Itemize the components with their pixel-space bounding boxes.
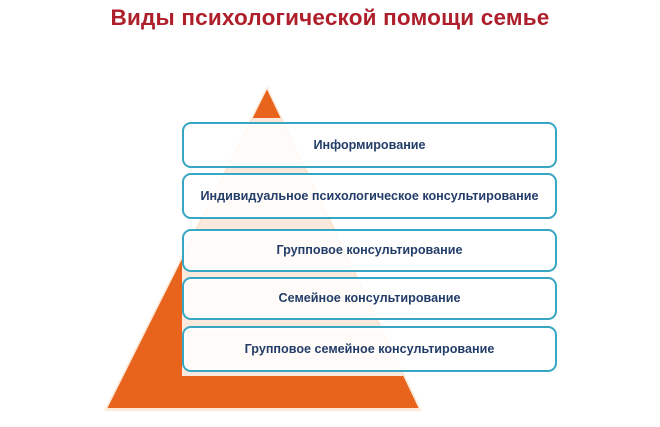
pyramid-level-1[interactable]: Информирование xyxy=(182,122,557,168)
pyramid-level-2[interactable]: Индивидуальное психологическое консульти… xyxy=(182,173,557,219)
pyramid-level-5-label: Групповое семейное консультирование xyxy=(244,341,495,356)
pyramid-level-3[interactable]: Групповое консультирование xyxy=(182,229,557,272)
pyramid-level-2-label: Индивидуальное психологическое консульти… xyxy=(200,188,539,203)
pyramid-level-1-label: Информирование xyxy=(313,137,426,152)
pyramid-level-4-label: Семейное консультирование xyxy=(278,291,461,306)
pyramid-level-3-label: Групповое консультирование xyxy=(276,243,463,258)
page-title: Виды психологической помощи семье xyxy=(110,5,550,30)
pyramid-level-4[interactable]: Семейное консультирование xyxy=(182,277,557,320)
pyramid-level-5[interactable]: Групповое семейное консультирование xyxy=(182,326,557,372)
